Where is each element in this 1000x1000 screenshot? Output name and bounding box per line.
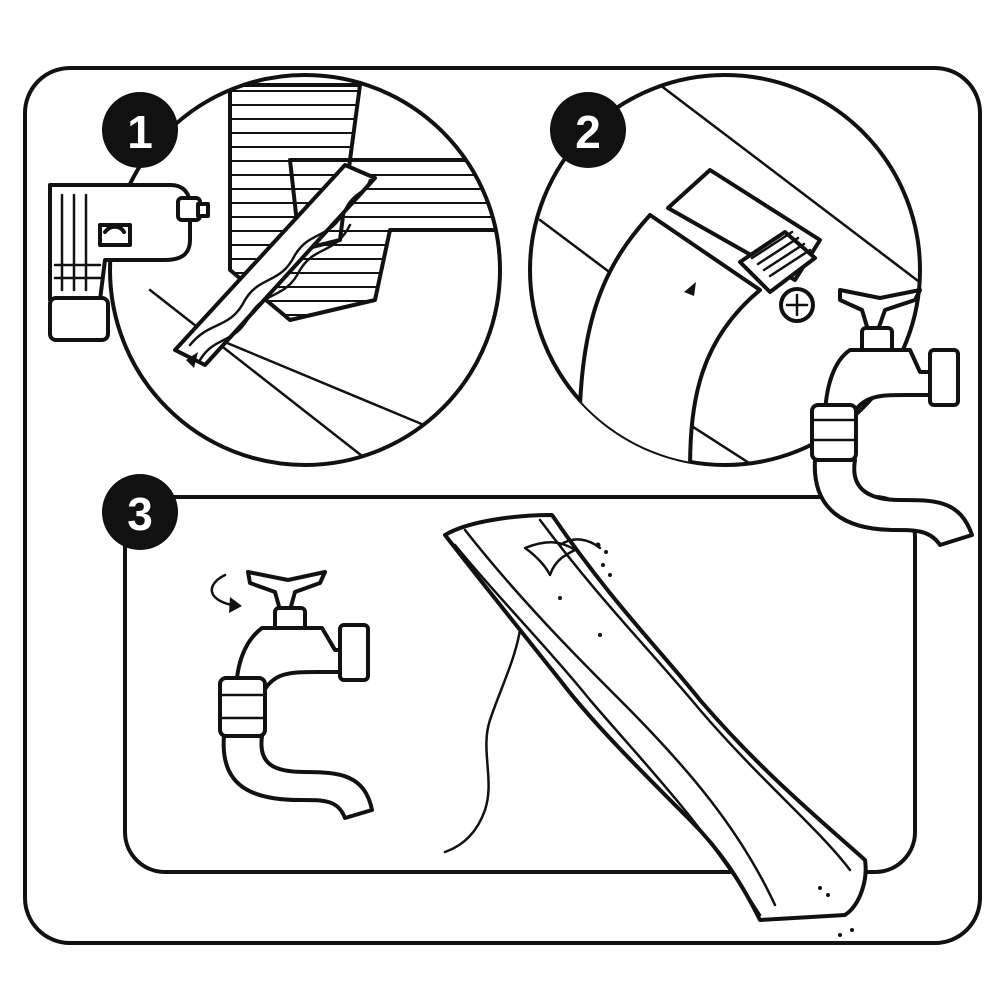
direction-arrow <box>186 352 198 368</box>
step-1-badge: 1 <box>102 92 178 168</box>
step-1-number: 1 <box>127 106 153 158</box>
hose-curve <box>577 213 762 465</box>
step-3-number: 3 <box>127 488 153 540</box>
faucet-icon-left <box>218 570 374 820</box>
drill-icon <box>48 183 210 342</box>
outer-frame <box>23 66 982 945</box>
hose-right <box>812 458 974 547</box>
screw-icon <box>779 287 815 323</box>
faucet-icon-right <box>810 288 974 547</box>
hose-left <box>221 734 374 820</box>
direction-arrow-2 <box>684 282 696 296</box>
step-2-number: 2 <box>575 106 601 158</box>
step-3-content: 3 <box>102 474 868 937</box>
step-3-panel <box>123 495 917 874</box>
garden-hose <box>443 628 522 854</box>
step-2-badge: 2 <box>550 92 626 168</box>
step-1-panel: 1 <box>48 73 502 467</box>
water-slide <box>443 513 868 937</box>
turn-arrow-icon <box>210 573 242 613</box>
step-3-badge: 3 <box>102 474 178 550</box>
step-2-panel: 2 <box>528 73 922 467</box>
water-splash-icon <box>523 538 854 937</box>
